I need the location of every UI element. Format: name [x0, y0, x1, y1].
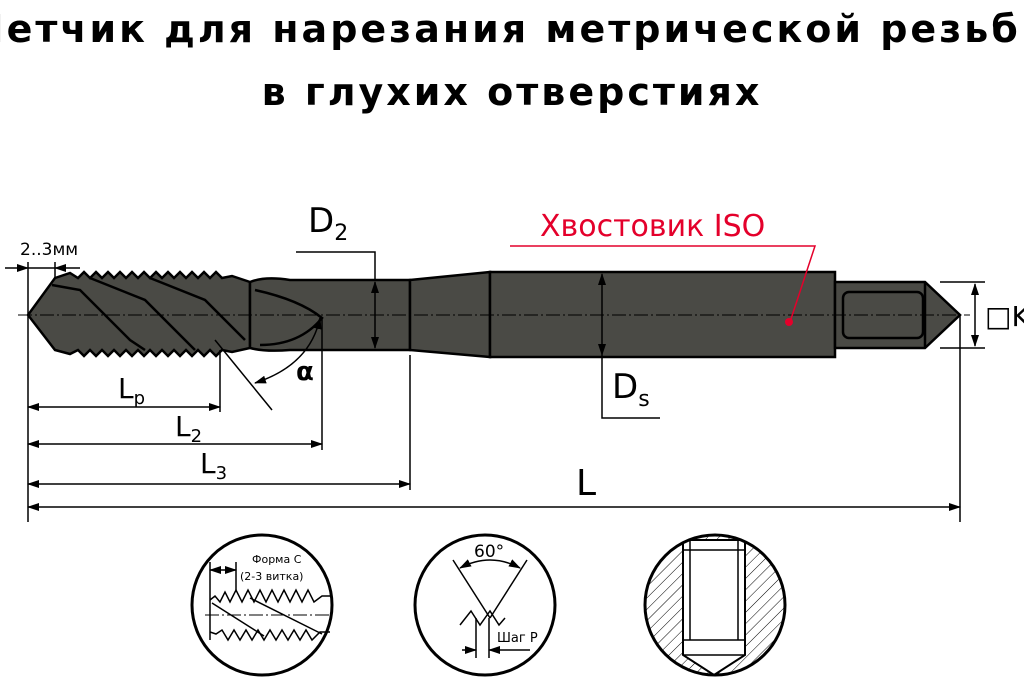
alpha-arc — [254, 317, 322, 384]
detail-blind-hole — [643, 533, 787, 677]
pitch-label: Шаг P — [497, 631, 538, 646]
d2-label: D2 — [308, 201, 348, 246]
detail-form-c: Форма C (2-3 витка) — [190, 533, 334, 677]
chamfer-length-label: 2..3мм — [20, 240, 78, 260]
lp-label: Lp — [118, 372, 145, 409]
form-turns-label: (2-3 витка) — [240, 570, 303, 583]
extension-lines — [27, 262, 985, 522]
angle-label: 60° — [474, 542, 504, 562]
detail-thread-angle: 60° Шаг P — [413, 533, 557, 677]
l2-label: L2 — [175, 410, 202, 447]
alpha-label: α — [296, 357, 314, 387]
l3-label: L3 — [200, 447, 227, 484]
ds-label: Ds — [612, 367, 650, 412]
tap-square — [833, 280, 962, 350]
threaded-part — [26, 270, 252, 358]
form-c-label: Форма C — [252, 553, 302, 566]
shank-leader-line — [510, 245, 817, 323]
square-k-label: □K — [985, 300, 1024, 333]
title-line-1: Метчик для нарезания метрической резьбы — [0, 7, 1024, 51]
l-label: L — [576, 463, 596, 504]
shank-leader-dot — [785, 318, 793, 326]
title-line-2: в глухих отверстиях — [262, 70, 763, 114]
shank-iso-label: Хвостовик ISO — [540, 209, 765, 244]
